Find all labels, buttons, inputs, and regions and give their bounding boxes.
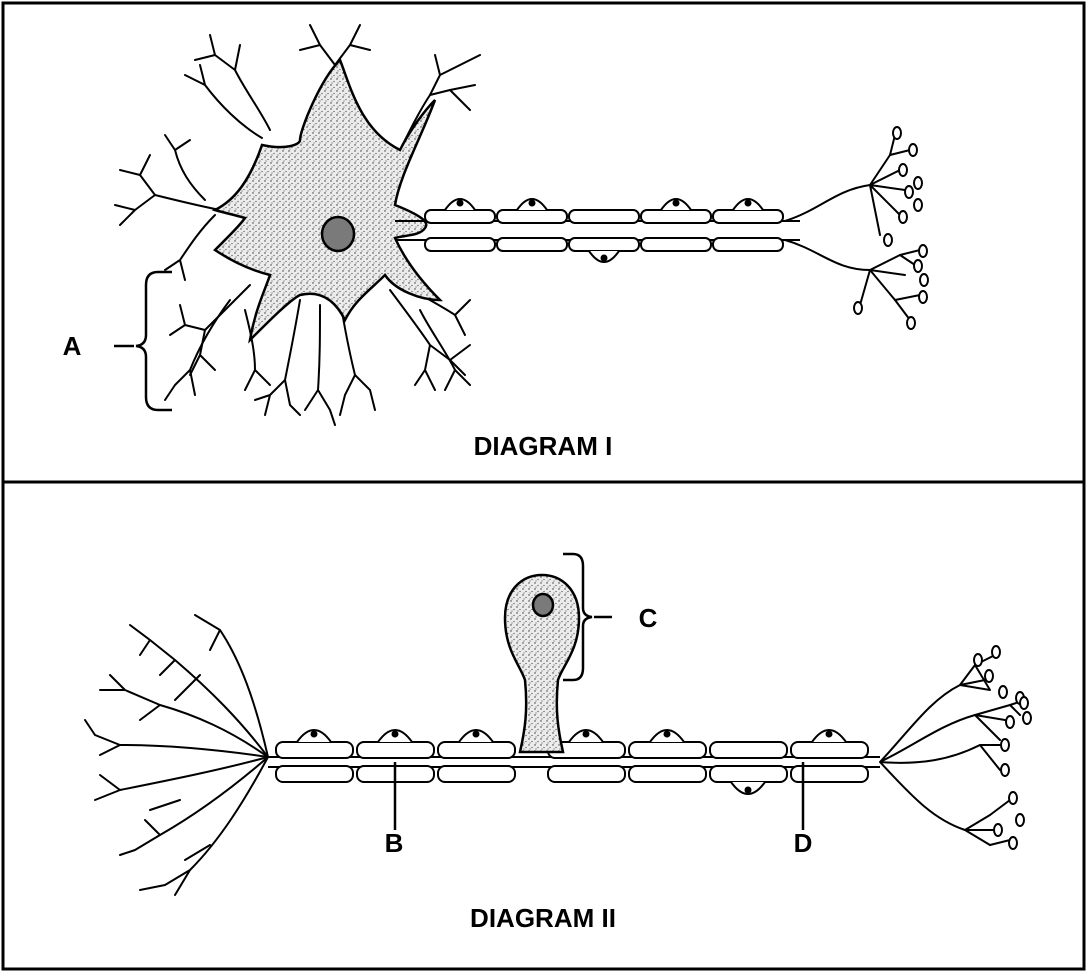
diagram-2-myelin-sheaths bbox=[276, 742, 868, 782]
label-d: D bbox=[794, 828, 813, 858]
label-a: A bbox=[63, 331, 82, 361]
diagram-2-unipolar-neuron: C B D DIAGRAM II bbox=[85, 554, 1031, 933]
diagram-1-multipolar-neuron: A DIAGRAM I bbox=[63, 25, 928, 461]
diagram-1-title: DIAGRAM I bbox=[474, 431, 613, 461]
figure-border bbox=[3, 3, 1084, 969]
label-b: B bbox=[385, 828, 404, 858]
label-c: C bbox=[639, 603, 658, 633]
label-a-bracket bbox=[136, 272, 172, 410]
diagram-1-axon bbox=[395, 127, 928, 329]
diagram-2-nucleus bbox=[533, 594, 553, 616]
diagram-2-title: DIAGRAM II bbox=[470, 903, 616, 933]
diagram-1-nucleus bbox=[322, 217, 354, 251]
diagram-2-dendrites bbox=[85, 615, 268, 895]
diagram-2-schwann-nuclei bbox=[297, 730, 846, 794]
diagram-1-cell-body bbox=[215, 60, 440, 340]
